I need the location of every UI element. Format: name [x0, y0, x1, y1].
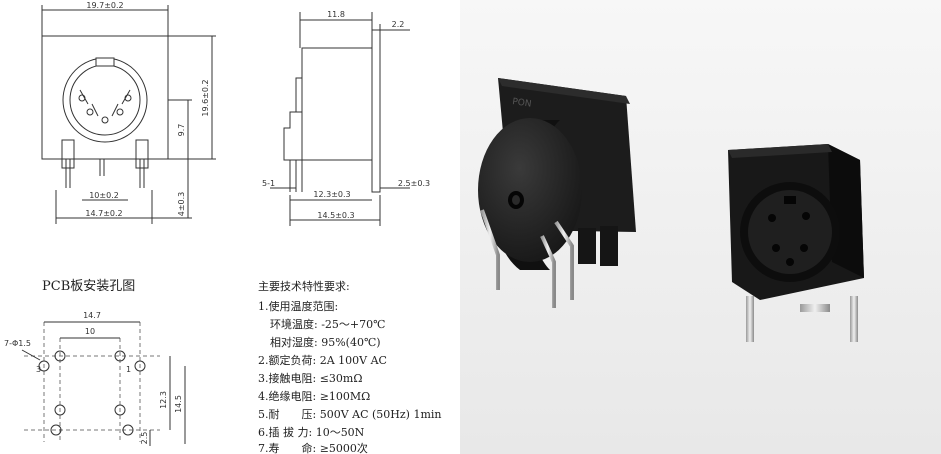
product-photo-panel: PON	[460, 0, 941, 454]
dim-pin-length: 4±0.3	[177, 192, 186, 217]
spec-line: 6.插 拔 力: 10～50N	[258, 425, 365, 439]
dim-center-height: 9.7	[177, 124, 186, 137]
pcb-hole-layout	[21, 321, 186, 446]
spec-line: 环境温度: -25～+70℃	[270, 317, 385, 331]
spec-line: 相对湿度: 95%(40℃)	[270, 335, 381, 349]
spec-line: 3.接触电阻: ≤30mΩ	[258, 371, 362, 385]
dim-side-pin-offset: 12.3±0.3	[313, 190, 350, 199]
dim-pcb-offset: 2.5	[140, 432, 149, 445]
technical-drawing-panel: 19.7±0.2 19.6±0.2 9.7 10±0.2 14.7±0.2 4±…	[0, 0, 460, 454]
dim-side-flange: 2.2	[392, 20, 405, 29]
specs-title: 主要技术特性要求:	[258, 279, 350, 293]
front-view	[41, 5, 216, 224]
spec-line: 5.耐 压: 500V AC (50Hz) 1min	[258, 408, 442, 421]
dim-pcb-depth-1: 12.3	[159, 391, 168, 409]
dim-front-height: 19.6±0.2	[201, 79, 210, 116]
dim-pin-pitch-outer: 14.7±0.2	[85, 209, 122, 218]
spec-line: 1.使用温度范围:	[258, 299, 338, 313]
photo-svg: PON	[460, 0, 941, 454]
pcb-pin-3-label: 3	[36, 365, 41, 374]
dim-side-total-depth: 14.5±0.3	[317, 211, 354, 220]
connector-front-photo	[728, 144, 864, 342]
dim-pcb-hole: 7-Φ1.5	[4, 339, 31, 348]
dim-front-width: 19.7±0.2	[86, 1, 123, 10]
dim-pcb-width: 14.7	[83, 311, 101, 320]
side-view	[270, 12, 410, 226]
drawing-svg: 19.7±0.2 19.6±0.2 9.7 10±0.2 14.7±0.2 4±…	[4, 1, 442, 454]
dim-side-left-tab: 5-1	[262, 179, 275, 188]
connector-side-photo: PON	[478, 78, 636, 310]
dim-side-top: 11.8	[327, 10, 345, 19]
spec-line: 7.寿 命: ≥5000次	[258, 441, 368, 454]
dim-pin-pitch-center: 10±0.2	[89, 191, 119, 200]
spec-line: 4.绝缘电阻: ≥100MΩ	[258, 389, 370, 403]
pcb-layout-title: PCB板安装孔图	[42, 279, 135, 294]
photo-marking: PON	[512, 97, 532, 110]
dim-pcb-depth-2: 14.5	[174, 395, 183, 413]
spec-line: 2.额定负荷: 2A 100V AC	[258, 353, 387, 367]
pcb-pin-1-label: 1	[126, 365, 131, 374]
dim-side-pin-end: 2.5±0.3	[398, 179, 430, 188]
dim-pcb-pitch: 10	[85, 327, 95, 336]
